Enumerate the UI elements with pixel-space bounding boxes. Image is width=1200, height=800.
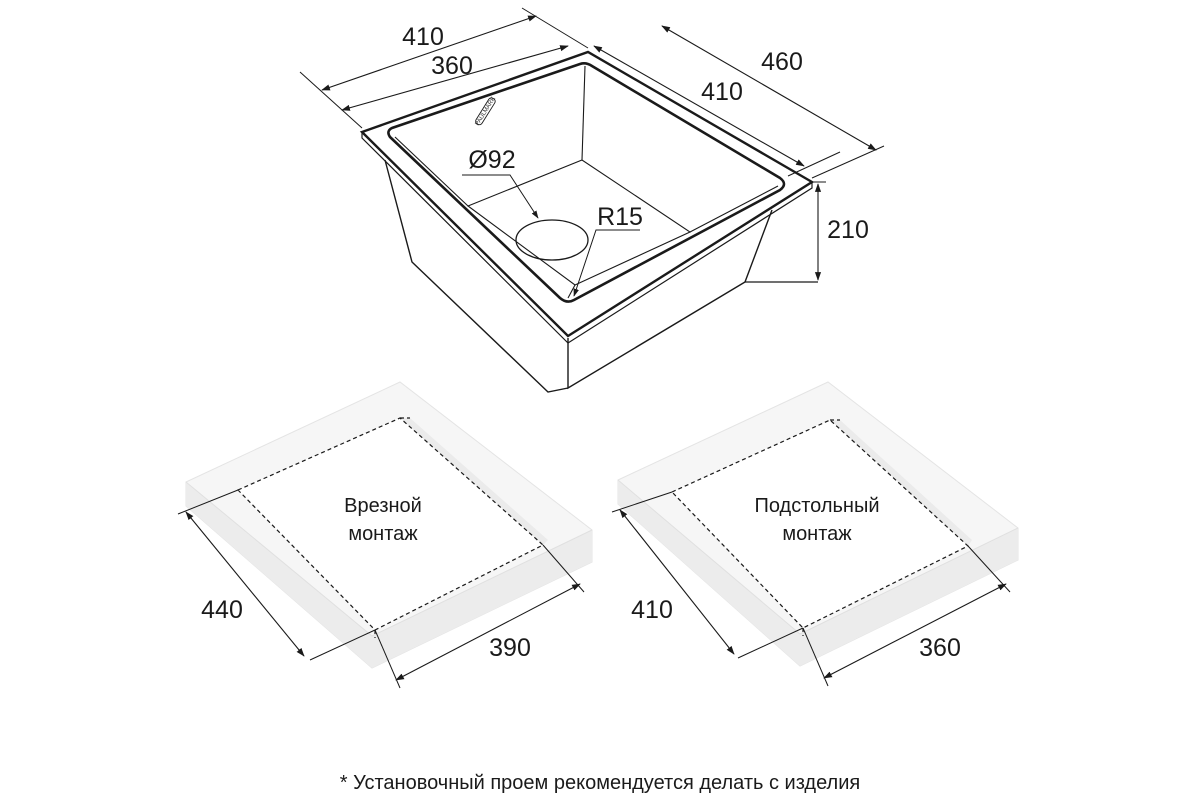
sink-bowl-edge-right bbox=[689, 185, 779, 233]
cutout-label-line1: Подстольный bbox=[754, 495, 879, 517]
sink-bowl-edge-back bbox=[581, 65, 586, 161]
cutout-undermount: Подстольный монтаж 410 360 bbox=[611, 381, 1019, 687]
cutout-dashed-detail bbox=[802, 419, 840, 636]
cutout-inner-wall bbox=[400, 418, 548, 545]
dim-210-height: 210 bbox=[827, 216, 869, 244]
cutout-opening bbox=[238, 418, 543, 630]
ext-line-440-top bbox=[177, 489, 239, 515]
ext-line-410w-right bbox=[521, 7, 589, 49]
dimline-440 bbox=[185, 511, 305, 657]
ext-line-410-depth bbox=[787, 151, 841, 177]
brand-logo-text: PAULMARK bbox=[475, 96, 497, 127]
sink-bowl-edge-front bbox=[567, 284, 576, 299]
dimline-410-depth bbox=[593, 45, 805, 167]
sink-bowl-floor bbox=[466, 159, 692, 286]
dimline-410 bbox=[619, 509, 735, 655]
cutout-label-line2: монтаж bbox=[782, 523, 852, 545]
cutout-drop-in: Врезной монтаж 440 390 bbox=[177, 381, 593, 689]
sink-body-left bbox=[384, 159, 569, 393]
drain-hole bbox=[515, 219, 589, 261]
sink-bowl-opening bbox=[387, 62, 786, 303]
dim-cutout-depth: 440 bbox=[201, 596, 243, 624]
sink-body-right bbox=[567, 209, 773, 390]
dimline-460-depth bbox=[661, 25, 877, 151]
dim-drain-diameter: Ø92 bbox=[468, 146, 515, 174]
sink-rim-thickness bbox=[361, 132, 813, 344]
footnote: * Установочный проем рекомендуется делат… bbox=[339, 772, 861, 794]
ext-line-440-bottom bbox=[309, 629, 376, 661]
brand-plate: PAULMARK bbox=[475, 96, 497, 127]
dim-360-width: 360 bbox=[431, 52, 473, 80]
sink-isometric: PAULMARK 410 360 460 410 210 Ø92 R15 bbox=[299, 7, 885, 393]
dim-radius: R15 bbox=[597, 203, 643, 231]
cutout-label-line2: монтаж bbox=[348, 523, 418, 545]
callout-drain-leader bbox=[462, 174, 539, 219]
dim-410-width: 410 bbox=[402, 23, 444, 51]
cutout-dashed-detail bbox=[374, 417, 410, 638]
dimline-360-width bbox=[341, 45, 569, 111]
cutout-opening bbox=[672, 420, 968, 628]
dim-cutout-depth: 410 bbox=[631, 596, 673, 624]
dim-410-depth: 410 bbox=[701, 78, 743, 106]
sink-bowl-edge-left bbox=[394, 136, 469, 207]
cutout-label-line1: Врезной bbox=[344, 495, 422, 517]
dim-460-depth: 460 bbox=[761, 48, 803, 76]
dim-cutout-width: 360 bbox=[919, 634, 961, 662]
callout-radius-leader bbox=[573, 229, 640, 297]
dim-cutout-width: 390 bbox=[489, 634, 531, 662]
dimline-360 bbox=[823, 583, 1007, 679]
dimline-390 bbox=[395, 583, 581, 681]
ext-line-410-top bbox=[611, 491, 673, 513]
ext-line-460-depth bbox=[811, 145, 885, 179]
ext-line-410-bottom bbox=[737, 627, 804, 659]
ext-line-410w-left bbox=[299, 71, 363, 129]
cutout-inner-wall bbox=[830, 420, 972, 546]
